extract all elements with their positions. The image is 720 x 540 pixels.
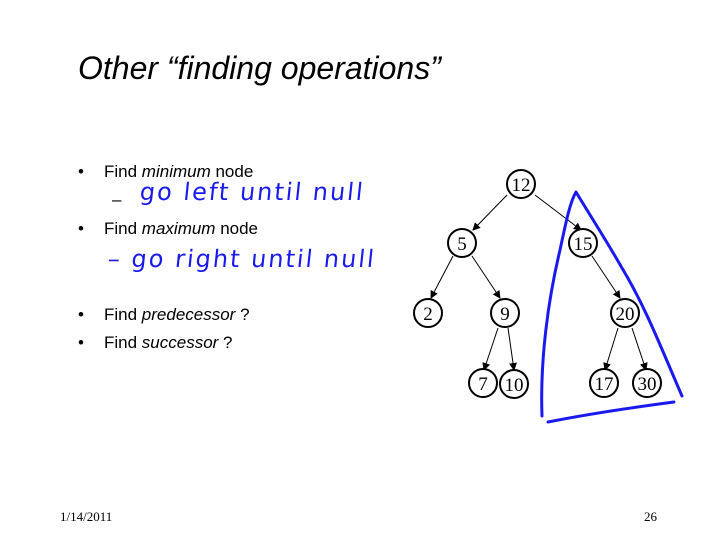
bullet-find-maximum: • Find maximum node (78, 219, 258, 239)
node-label: 12 (512, 175, 531, 196)
bullet-find-minimum: • Find minimum node (78, 162, 253, 182)
tree-node: 9 (490, 298, 520, 328)
tree-node: 20 (610, 298, 640, 328)
node-label: 30 (638, 374, 657, 395)
bullet-text: node (210, 162, 254, 181)
slide-title: Other “finding operations” (78, 50, 441, 86)
node-label: 20 (616, 304, 635, 325)
bullet-text: Find (104, 219, 142, 238)
node-label: 9 (500, 304, 510, 325)
tree-edge (472, 194, 508, 231)
tree-node: 7 (468, 368, 498, 398)
bullet-dot: • (78, 162, 84, 181)
tree-node: 17 (589, 368, 619, 398)
bullet-dot: • (78, 333, 84, 352)
node-label: 5 (457, 234, 467, 255)
tree-edge (471, 255, 501, 299)
bullet-emphasis: minimum (141, 162, 211, 181)
tree-edge (591, 255, 621, 299)
footer-page-number: 26 (644, 509, 657, 524)
footer-date: 1/14/2011 (60, 509, 113, 524)
node-label: 2 (423, 304, 433, 325)
node-label: 15 (574, 234, 593, 255)
tree-edge (603, 327, 619, 371)
bullet-emphasis: predecessor (141, 305, 236, 324)
sub-bullet-dash: – (112, 190, 122, 209)
tree-node: 12 (506, 169, 536, 199)
bullet-find-predecessor: • Find predecessor ? (78, 305, 250, 325)
bullet-text: ? (235, 305, 250, 324)
tree-node: 5 (447, 228, 477, 258)
node-label: 10 (505, 375, 524, 396)
bullet-text: Find (104, 333, 142, 352)
bullet-dot: • (78, 305, 84, 324)
tree-edge (507, 327, 517, 371)
node-label: 17 (595, 374, 614, 395)
node-label: 7 (478, 374, 488, 395)
ink-bracket (540, 190, 684, 424)
bullet-emphasis: maximum (141, 219, 216, 238)
bullet-dot: • (78, 219, 84, 238)
bullet-find-successor: • Find successor ? (78, 333, 233, 353)
tree-edge (534, 194, 582, 231)
bullet-emphasis: successor (141, 333, 219, 352)
bullet-text: ? (218, 333, 233, 352)
tree-node: 15 (568, 228, 598, 258)
tree-edge (631, 327, 648, 371)
bullet-text: node (215, 219, 259, 238)
bullet-text: Find (104, 162, 142, 181)
tree-edge (482, 327, 499, 371)
tree-edge (430, 255, 454, 299)
tree-node: 30 (632, 368, 662, 398)
bullet-text: Find (104, 305, 142, 324)
tree-node: 10 (499, 369, 529, 399)
tree-node: 2 (413, 298, 443, 328)
